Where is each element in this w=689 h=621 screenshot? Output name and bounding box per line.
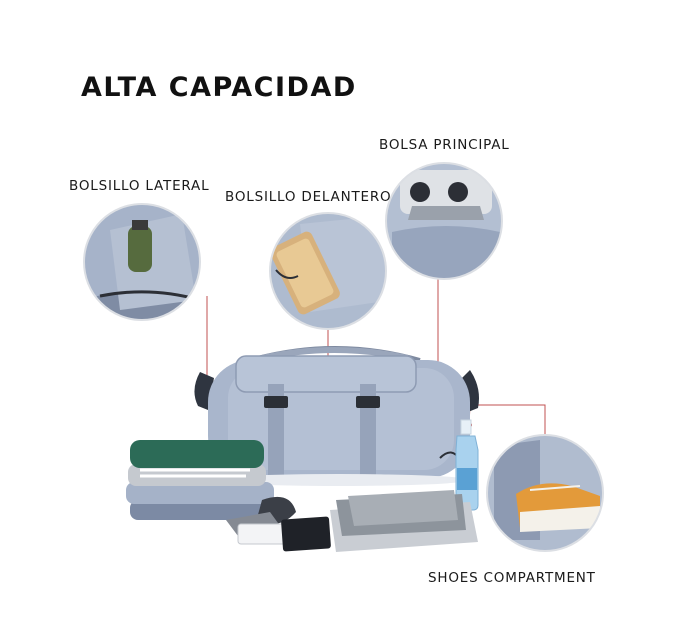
- accessories: [237, 490, 478, 552]
- callout-label-delantero: BOLSILLO DELANTERO: [225, 189, 392, 205]
- callout-label-lateral: BOLSILLO LATERAL: [69, 178, 210, 194]
- callout-label-principal: BOLSA PRINCIPAL: [379, 137, 510, 153]
- callout-label-shoes: SHOES COMPARTMENT: [428, 570, 596, 586]
- leader-line-shoes: [468, 404, 546, 435]
- duffel-bag: [194, 346, 479, 486]
- zoom-circle-lateral: [83, 203, 201, 321]
- page-title: ALTA CAPACIDAD: [81, 72, 357, 103]
- water-bottle: [455, 419, 479, 511]
- zoom-circle-principal: [385, 162, 503, 280]
- zoom-circle-delantero: [269, 212, 387, 330]
- zoom-circle-shoes: [486, 434, 604, 552]
